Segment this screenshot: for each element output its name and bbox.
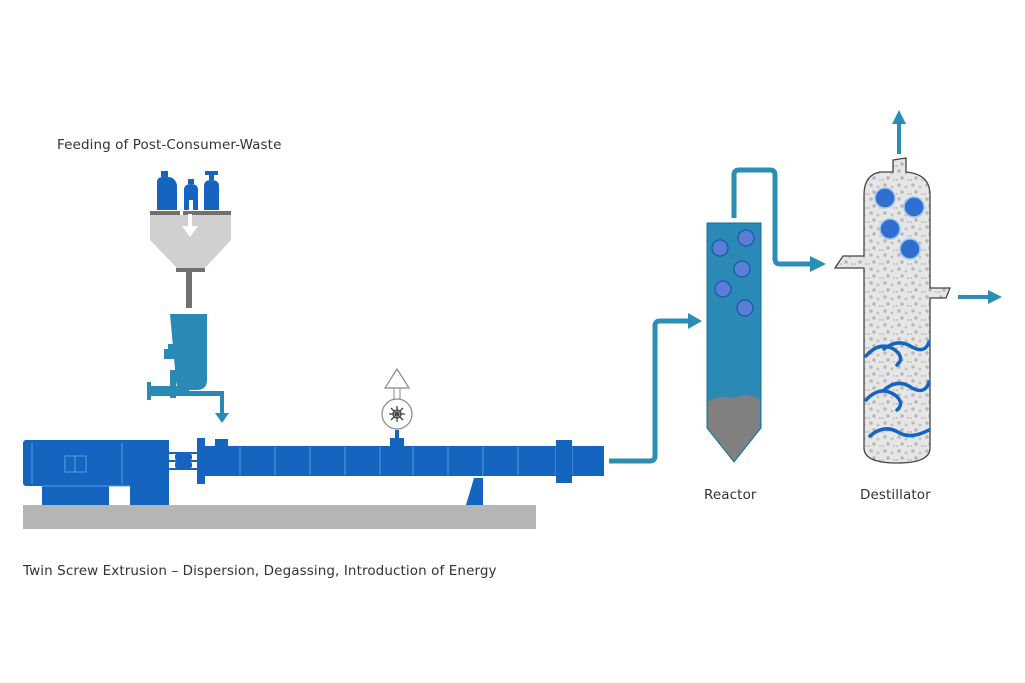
arrow-right-icon	[988, 290, 1002, 304]
destillator-label: Destillator	[860, 487, 931, 503]
motor	[23, 440, 169, 505]
bubble-icon	[874, 187, 925, 260]
destillator	[833, 157, 951, 464]
hopper	[150, 211, 231, 308]
arrow-right-icon	[688, 313, 702, 329]
outlet-side	[958, 290, 1002, 304]
heat-wave-icon	[864, 340, 931, 438]
reactor-label: Reactor	[704, 487, 757, 503]
pipe-extruder-to-reactor	[609, 318, 690, 464]
arrow-down-icon	[182, 214, 198, 237]
extrusion-label: Twin Screw Extrusion – Dispersion, Degas…	[23, 563, 497, 579]
reactor	[706, 222, 762, 463]
arrow-up-icon	[383, 367, 411, 389]
pipe-reactor-to-destillator	[731, 167, 812, 267]
arrow-right-icon	[810, 256, 826, 272]
coupling	[169, 438, 205, 484]
gear-icon	[389, 406, 405, 422]
arrow-up-icon	[892, 110, 906, 124]
machine-base	[23, 505, 536, 529]
feeding-label: Feeding of Post-Consumer-Waste	[57, 137, 282, 153]
bottles-icon	[157, 171, 219, 210]
vacuum-pump	[381, 367, 413, 446]
dosing-unit	[147, 314, 229, 423]
bubble-icon	[711, 229, 755, 317]
extruder-barrel	[205, 439, 604, 505]
outlet-top	[892, 110, 906, 154]
